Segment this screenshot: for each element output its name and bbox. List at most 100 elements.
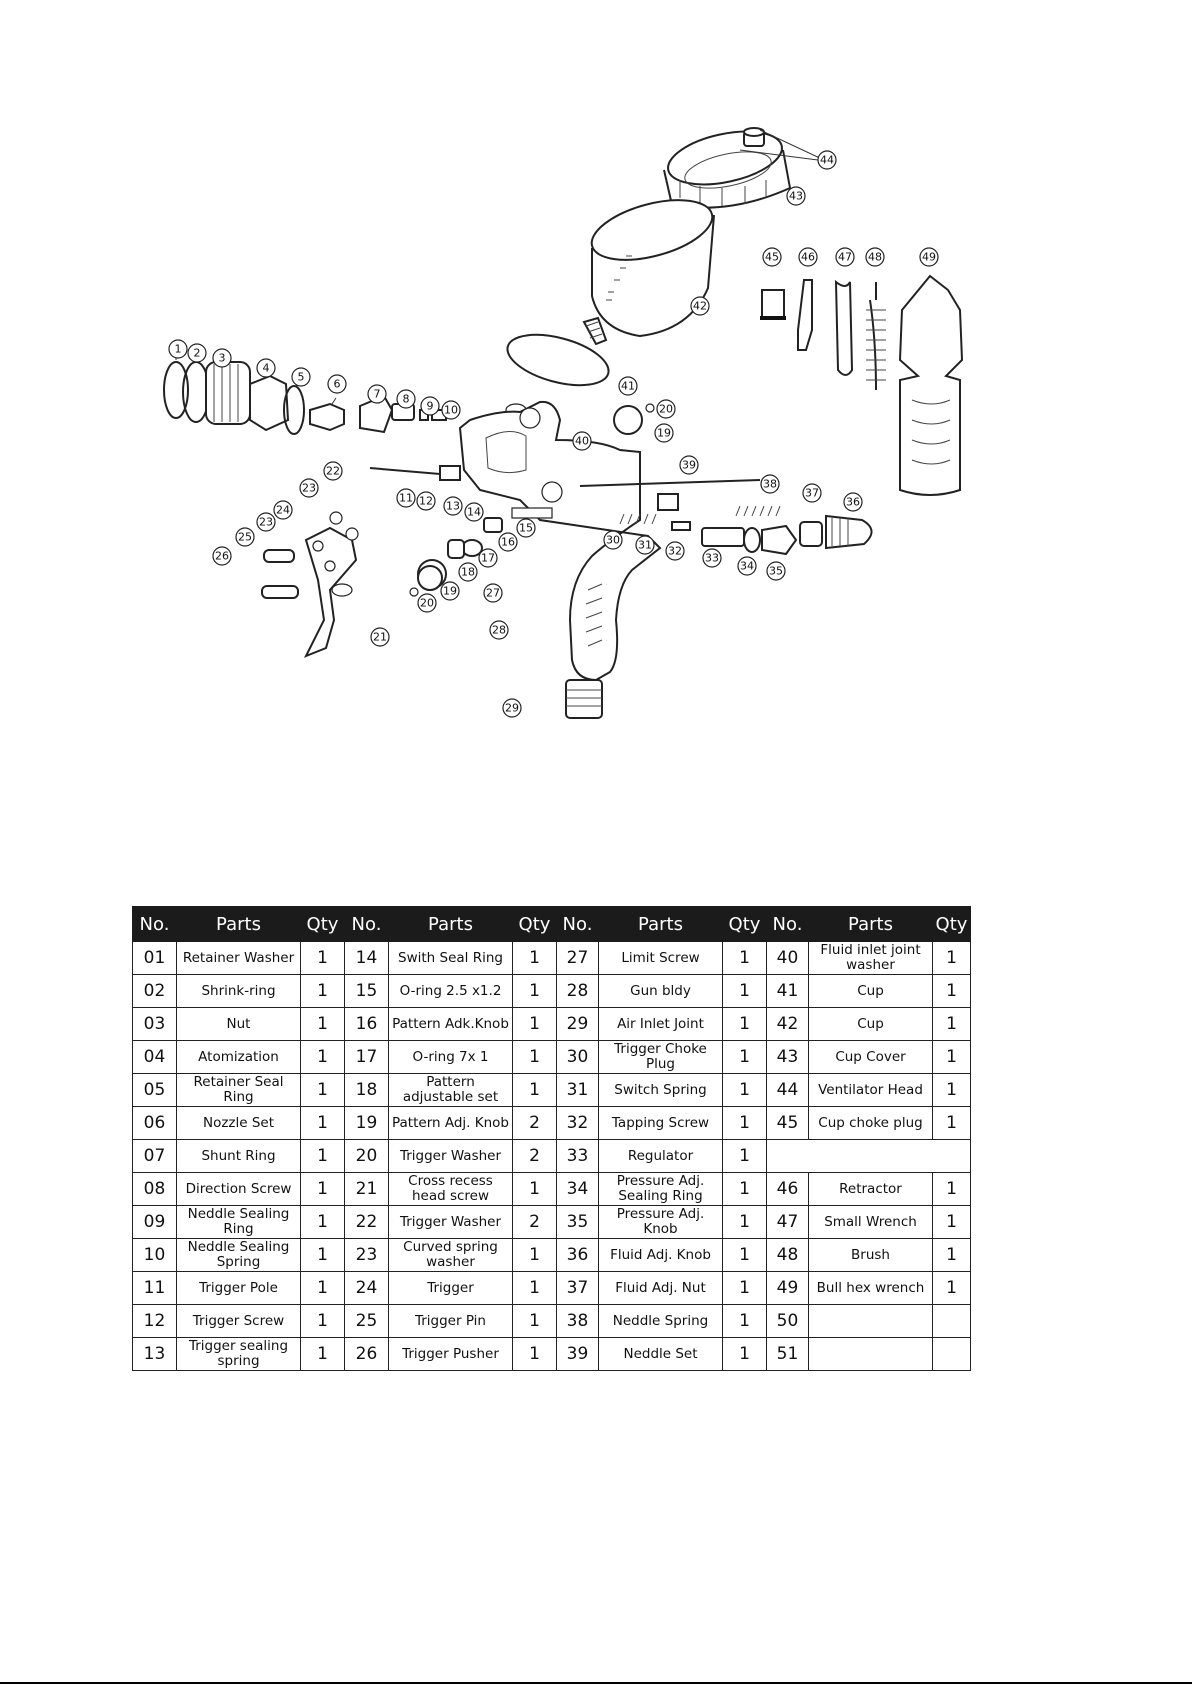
- part-name-cell: Pattern Adk.Knob: [388, 1007, 513, 1041]
- callout-39: 39: [679, 455, 699, 475]
- quantity-cell: 1: [300, 1073, 345, 1107]
- part-name-cell: Direction Screw: [176, 1172, 301, 1206]
- part-number-cell: 29: [556, 1007, 599, 1041]
- quantity-cell: 1: [512, 1271, 557, 1305]
- quantity-cell: 1: [722, 974, 767, 1008]
- part-name-cell: Limit Screw: [598, 941, 723, 975]
- callout-46: 46: [798, 247, 818, 267]
- quantity-cell: 1: [722, 1205, 767, 1239]
- quantity-cell: 1: [722, 1238, 767, 1272]
- quantity-cell: 1: [512, 1337, 557, 1371]
- svg-text:43: 43: [789, 190, 803, 203]
- quantity-cell: 1: [932, 1073, 971, 1107]
- part-number-cell: 31: [556, 1073, 599, 1107]
- column-header: Parts: [808, 906, 933, 942]
- quantity-cell: 1: [722, 1106, 767, 1140]
- svg-text:44: 44: [820, 154, 834, 167]
- part-name-cell: Ventilator Head: [808, 1073, 933, 1107]
- part-number-cell: 18: [344, 1073, 389, 1107]
- part-name-cell: O-ring 2.5 x1.2: [388, 974, 513, 1008]
- part-number-cell: 11: [132, 1271, 177, 1305]
- part-name-cell: Shrink-ring: [176, 974, 301, 1008]
- quantity-cell: 1: [300, 1205, 345, 1239]
- part-number-cell: 23: [344, 1238, 389, 1272]
- part-name-cell: Atomization: [176, 1040, 301, 1074]
- part-number-cell: 03: [132, 1007, 177, 1041]
- part-number-cell: 38: [556, 1304, 599, 1338]
- part-number-cell: 13: [132, 1337, 177, 1371]
- cup-seal-ring-drawing: [506, 333, 610, 387]
- part-name-cell: Retainer Washer: [176, 941, 301, 975]
- svg-text:25: 25: [238, 531, 252, 544]
- quantity-cell: 2: [512, 1139, 557, 1173]
- svg-text:35: 35: [769, 565, 783, 578]
- svg-text:14: 14: [467, 506, 481, 519]
- callout-30: 30: [603, 530, 623, 550]
- quantity-cell: 1: [300, 974, 345, 1008]
- part-number-cell: [766, 1139, 971, 1173]
- quantity-cell: 1: [512, 1040, 557, 1074]
- quantity-cell: 1: [300, 1337, 345, 1371]
- part-number-cell: 24: [344, 1271, 389, 1305]
- part-name-cell: Pattern Adj. Knob: [388, 1106, 513, 1140]
- part-name-cell: Trigger Washer: [388, 1139, 513, 1173]
- svg-text:13: 13: [446, 500, 460, 513]
- part-number-cell: 28: [556, 974, 599, 1008]
- callout-31: 31: [635, 535, 655, 555]
- part-number-cell: 34: [556, 1172, 599, 1206]
- callout-43: 43: [786, 186, 806, 206]
- callout-20b: 20: [656, 399, 676, 419]
- column-header: No.: [766, 906, 809, 942]
- part-name-cell: Neddle Spring: [598, 1304, 723, 1338]
- column-header: Qty: [932, 906, 971, 942]
- part-number-cell: 45: [766, 1106, 809, 1140]
- svg-text:38: 38: [763, 478, 777, 491]
- part-name-cell: Retractor: [808, 1172, 933, 1206]
- column-header: Parts: [176, 906, 301, 942]
- part-number-cell: 48: [766, 1238, 809, 1272]
- callout-17: 17: [478, 548, 498, 568]
- svg-text:30: 30: [606, 534, 620, 547]
- column-header: No.: [132, 906, 177, 942]
- part-name-cell: Trigger Choke Plug: [598, 1040, 723, 1074]
- part-name-cell: Neddle Sealing Ring: [176, 1205, 301, 1239]
- quantity-cell: 1: [722, 1007, 767, 1041]
- part-number-cell: 16: [344, 1007, 389, 1041]
- quantity-cell: 1: [300, 1172, 345, 1206]
- callout-18: 18: [458, 562, 478, 582]
- svg-text:22: 22: [326, 465, 340, 478]
- part-name-cell: Trigger Pusher: [388, 1337, 513, 1371]
- part-name-cell: Trigger Pin: [388, 1304, 513, 1338]
- part-name-cell: Fluid inlet joint washer: [808, 941, 933, 975]
- part-number-cell: 49: [766, 1271, 809, 1305]
- callout-37: 37: [802, 483, 822, 503]
- part-name-cell: Neddle Sealing Spring: [176, 1238, 301, 1272]
- callout-40: 40: [572, 431, 592, 451]
- callout-35: 35: [766, 561, 786, 581]
- part-name-cell: Regulator: [598, 1139, 723, 1173]
- svg-text:32: 32: [668, 545, 682, 558]
- quantity-cell: 1: [722, 1073, 767, 1107]
- svg-text:18: 18: [461, 566, 475, 579]
- callout-13: 13: [443, 496, 463, 516]
- svg-text:8: 8: [403, 393, 410, 406]
- callout-23b: 23: [256, 512, 276, 532]
- quantity-cell: 1: [932, 1238, 971, 1272]
- trigger-drawing: [261, 465, 461, 658]
- callout-45: 45: [762, 247, 782, 267]
- callout-33: 33: [702, 548, 722, 568]
- part-name-cell: Nut: [176, 1007, 301, 1041]
- quantity-cell: 1: [932, 941, 971, 975]
- quantity-cell: 1: [512, 1172, 557, 1206]
- svg-text:49: 49: [922, 251, 936, 264]
- svg-text:48: 48: [868, 251, 882, 264]
- quantity-cell: 1: [300, 1271, 345, 1305]
- svg-text:12: 12: [419, 495, 433, 508]
